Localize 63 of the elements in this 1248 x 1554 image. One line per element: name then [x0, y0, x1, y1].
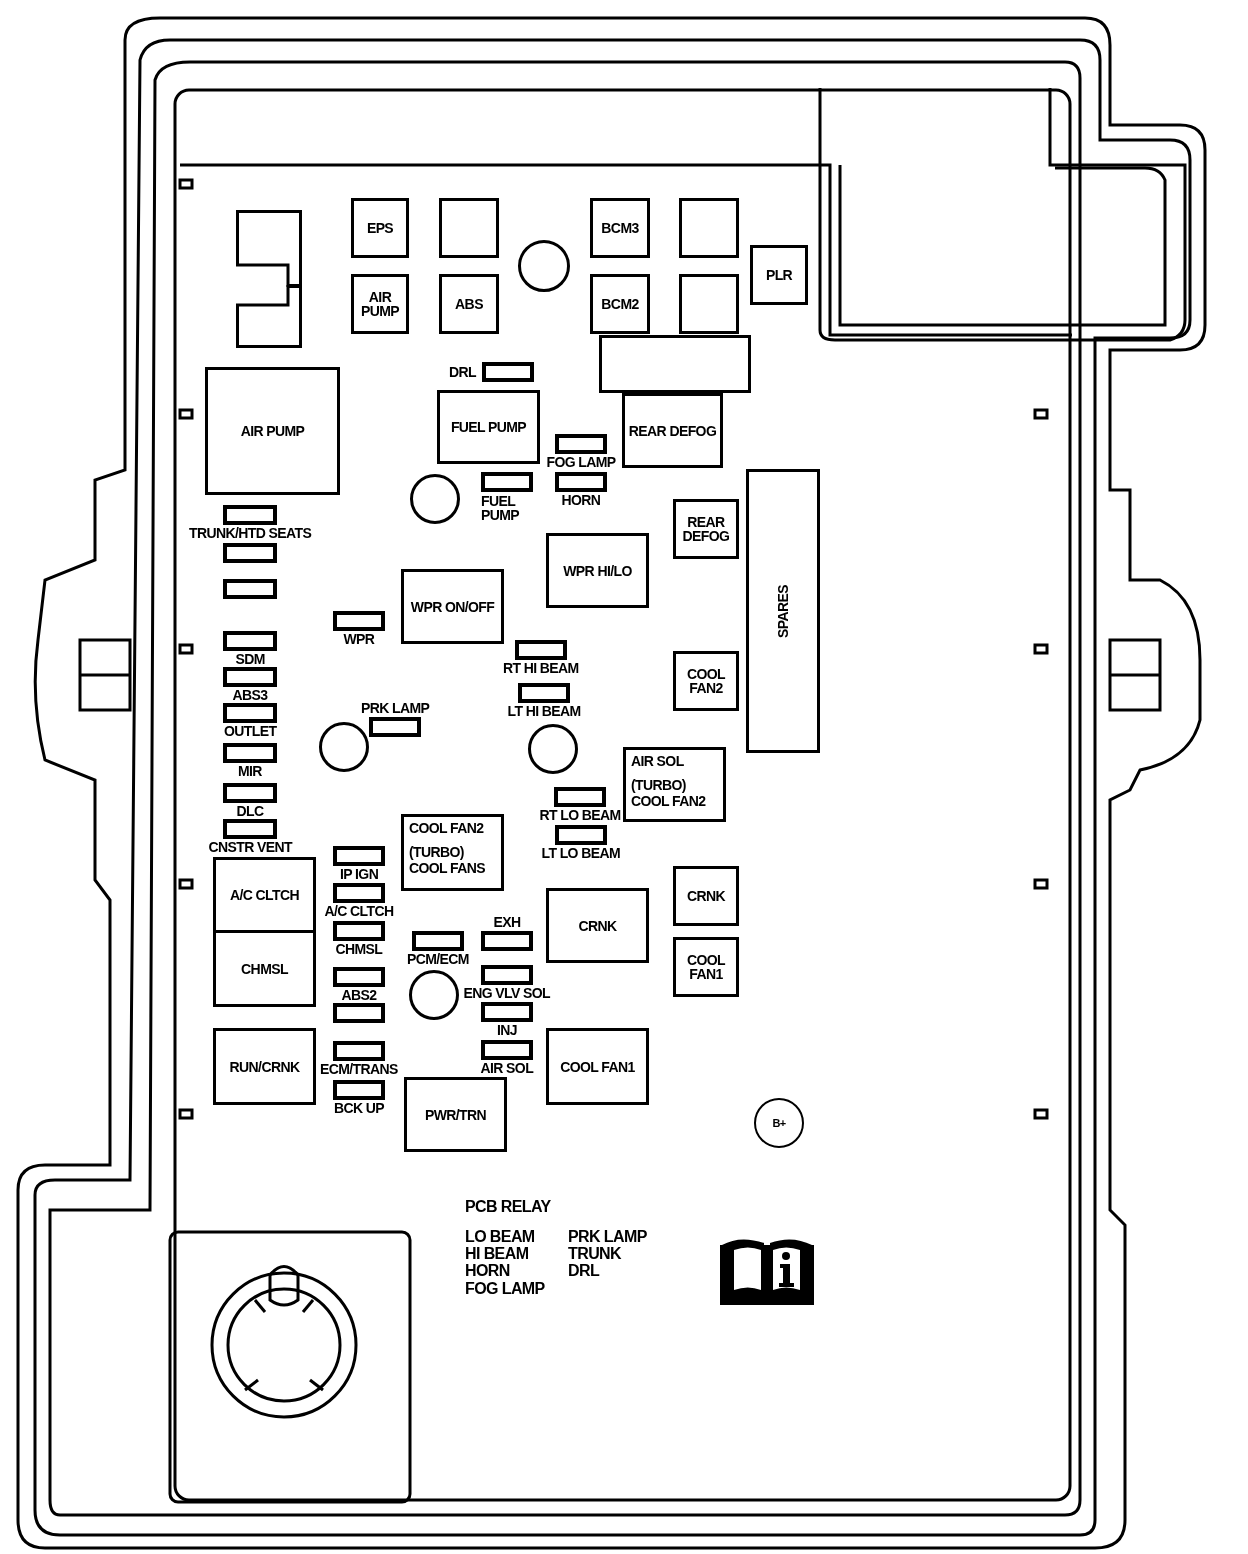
fuse-label: OUTLET: [224, 724, 277, 738]
fuse-label: EXH: [493, 915, 521, 929]
fuse-label: ABS2: [341, 988, 377, 1002]
relay-label: SPARES: [776, 584, 790, 638]
relay-list-item: HORN: [465, 1262, 510, 1279]
fuse-label: LT HI BEAM: [507, 704, 581, 718]
relay-label: WPR ON/OFF: [410, 599, 495, 614]
relay-label: CHMSL: [241, 961, 288, 976]
relay-label: CRNK: [578, 918, 617, 933]
fuse-label: DRL: [449, 365, 476, 379]
heading-text: PCB RELAY: [465, 1198, 551, 1215]
relay-label: REAR DEFOG: [628, 423, 717, 438]
relay-list-item: HI BEAM: [465, 1245, 529, 1262]
fuse-label: ABS3: [232, 688, 268, 702]
relay-label: COOL FAN2: [409, 820, 484, 836]
fuse-label: BCK UP: [334, 1101, 385, 1115]
relay-label: BCM3: [601, 221, 639, 235]
relay-label: PWR/TRN: [424, 1107, 487, 1122]
relay-label: COOL FAN1: [685, 953, 726, 981]
relay-label: AIR PUMP: [359, 290, 401, 318]
relay-label: ABS: [455, 297, 483, 311]
relay-list-item: TRUNK: [568, 1245, 621, 1262]
fuse-label: AIR SOL: [480, 1061, 534, 1075]
relay-list-item: DRL: [568, 1262, 600, 1279]
fuse-label: PRK LAMP: [361, 701, 430, 715]
relay-label: (TURBO) COOL FANS: [409, 844, 487, 876]
fuse-label: MIR: [238, 764, 262, 778]
relay-label: AIR PUMP: [240, 424, 305, 438]
relay-label: BCM2: [601, 297, 639, 311]
terminal-label: B+: [772, 1116, 786, 1130]
relay-list-item: FOG LAMP: [465, 1280, 545, 1297]
fuse-label: FOG LAMP: [546, 455, 616, 469]
fuse-label: TRUNK/HTD SEATS: [189, 526, 312, 540]
fuse-label: ENG VLV SOL: [463, 986, 550, 1000]
fuse-label: FUEL PUMP: [481, 494, 521, 522]
fuse-label: RT HI BEAM: [503, 661, 579, 675]
fuse-label: LT LO BEAM: [541, 846, 620, 860]
relay-label: CRNK: [686, 889, 725, 903]
relay-list-item: LO BEAM: [465, 1228, 535, 1245]
relay-label: FUEL PUMP: [450, 420, 527, 434]
relay-label: WPR HI/LO: [563, 563, 632, 578]
fuse-label: SDM: [235, 652, 265, 666]
fuse-label: DLC: [236, 804, 264, 818]
fuse-label: CHMSL: [335, 942, 383, 956]
relay-label: PLR: [765, 268, 793, 282]
fuse-label: A/C CLTCH: [324, 904, 394, 918]
relay-label: COOL FAN2: [685, 667, 726, 695]
relay-label: (TURBO) COOL FAN2: [631, 777, 707, 809]
fuse-label: WPR: [343, 632, 375, 646]
relay-label: RUN/CRNK: [229, 1059, 300, 1074]
fuse-label: RT LO BEAM: [539, 808, 621, 822]
fuse-label: IP IGN: [340, 867, 379, 881]
relay-label: A/C CLTCH: [230, 888, 299, 902]
relay-list-item: PRK LAMP: [568, 1228, 647, 1245]
relay-label: EPS: [366, 221, 394, 235]
fuse-label: ECM/TRANS: [320, 1062, 398, 1076]
relay-label: COOL FAN1: [560, 1059, 635, 1074]
fuse-label: PCM/ECM: [407, 952, 469, 966]
fuse-label: INJ: [497, 1023, 517, 1037]
fuse-label: CNSTR VENT: [208, 840, 292, 854]
relay-label: REAR DEFOG: [681, 515, 731, 543]
relay-label: AIR SOL: [631, 753, 684, 769]
fuse-label: HORN: [561, 493, 601, 507]
